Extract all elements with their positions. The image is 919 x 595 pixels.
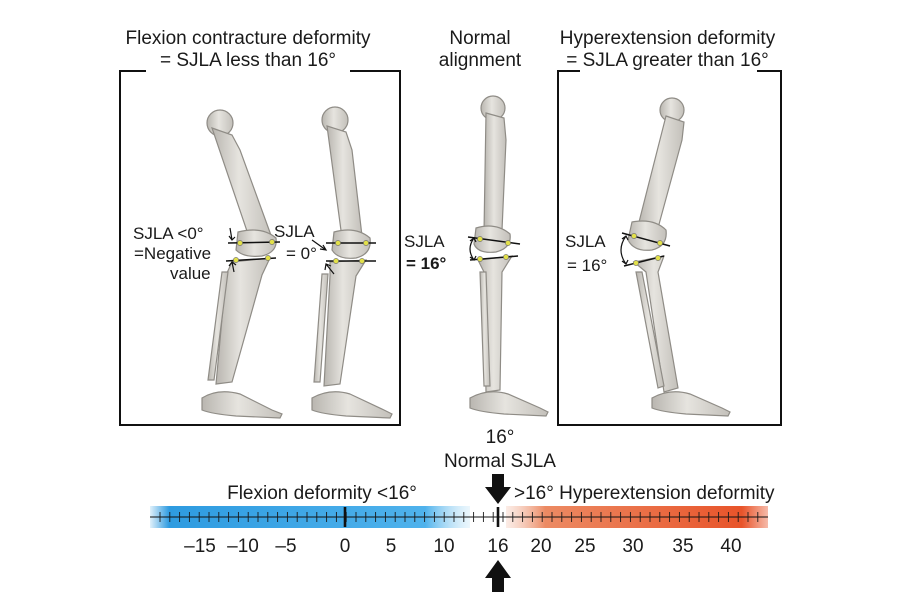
scale-tick-label: 5 (385, 536, 397, 557)
scale-tick-label: 0 (339, 536, 351, 557)
flexion-negative-label-line2: =Negative (134, 244, 212, 263)
normal-sjla-caption: Normal SJLA (444, 451, 556, 472)
scale-tick-label: 16 (487, 536, 509, 557)
scale-tick-label: 35 (672, 536, 694, 557)
scale-tick-label: 25 (574, 536, 596, 557)
pointer-arrow (324, 263, 335, 275)
landmark-dot (505, 240, 511, 246)
tibia (323, 259, 368, 387)
scale-tick-label: –5 (275, 536, 297, 557)
arrow-down-icon (485, 474, 511, 504)
normal-title-line1: Normal (449, 28, 511, 49)
flexion-zero-label-line2: = 0° (286, 244, 317, 263)
scale-tick-label: –15 (184, 536, 216, 557)
fibula (313, 273, 329, 383)
angle-arrow-down (228, 227, 236, 241)
leg-flexion-zero (311, 106, 393, 419)
angle-bracket-arrow (620, 235, 629, 265)
landmark-dot (477, 256, 483, 262)
flexion-title-line2: = SJLA less than 16° (159, 50, 337, 71)
scale-tick-label: 20 (530, 536, 552, 557)
flexion-title-line1: Flexion contracture deformity (125, 28, 371, 49)
flexion-negative-label-line3: value (170, 264, 211, 283)
landmark-dot (657, 240, 663, 246)
femoral-joint-line-3 (467, 236, 521, 245)
normal-title-line2: alignment (438, 50, 522, 71)
flexion-zero-label-line1: SJLA (274, 222, 315, 241)
foot (311, 391, 393, 419)
arrow-up-icon (485, 560, 511, 592)
fibula (635, 271, 665, 389)
angle-bracket-arrow (469, 237, 477, 261)
normal-leg-label-line1: SJLA (404, 232, 445, 251)
femoral-condyle (331, 229, 371, 259)
femoral-condyle (473, 225, 511, 253)
landmark-dot (335, 240, 341, 246)
fibula (479, 271, 491, 387)
landmark-dot (269, 239, 275, 245)
flexion-panel-bracket (119, 70, 401, 426)
landmark-dot (359, 258, 365, 264)
foot (651, 391, 731, 417)
pointer-arrow (311, 239, 328, 251)
scale-tick-label: 30 (622, 536, 644, 557)
leg-flexion-negative (201, 109, 283, 419)
landmark-dot (233, 257, 239, 263)
leg-hyperextension (627, 97, 731, 417)
scale-tick-label: 40 (720, 536, 742, 557)
hyperextension-leg-label-line1: SJLA (565, 232, 606, 251)
hyperextension-leg-label-line2: = 16° (567, 256, 608, 275)
hyperextension-title-line1: Hyperextension deformity (559, 28, 776, 49)
leg-normal (469, 95, 549, 417)
scale-tick-label: –10 (227, 536, 259, 557)
scale-tick-label: 10 (433, 536, 455, 557)
fibula (207, 271, 229, 381)
hyperextension-deformity-caption: >16° Hyperextension deformity (514, 483, 775, 504)
foot (201, 391, 283, 419)
landmark-dot (237, 240, 243, 246)
flexion-negative-label-line1: SJLA <0° (133, 224, 204, 243)
femur (211, 127, 273, 241)
landmark-dot (503, 254, 509, 260)
femur (637, 115, 685, 229)
landmark-dot (655, 255, 661, 261)
scale-ticks (159, 512, 759, 522)
landmark-dot (333, 258, 339, 264)
landmark-dot (363, 240, 369, 246)
flexion-deformity-caption: Flexion deformity <16° (227, 483, 417, 504)
angle-arrow-up (228, 261, 237, 273)
hyperextension-panel-bracket (557, 70, 782, 426)
landmark-dot (477, 236, 483, 242)
landmark-dot (631, 233, 637, 239)
foot (469, 391, 549, 417)
normal-sjla-value: 16° (485, 427, 515, 448)
landmark-dot (633, 260, 639, 266)
femur (326, 125, 363, 239)
femur (483, 112, 507, 233)
normal-leg-label-line2: = 16° (406, 254, 447, 273)
landmark-dot (265, 255, 271, 261)
hyperextension-title-line2: = SJLA greater than 16° (566, 50, 769, 71)
